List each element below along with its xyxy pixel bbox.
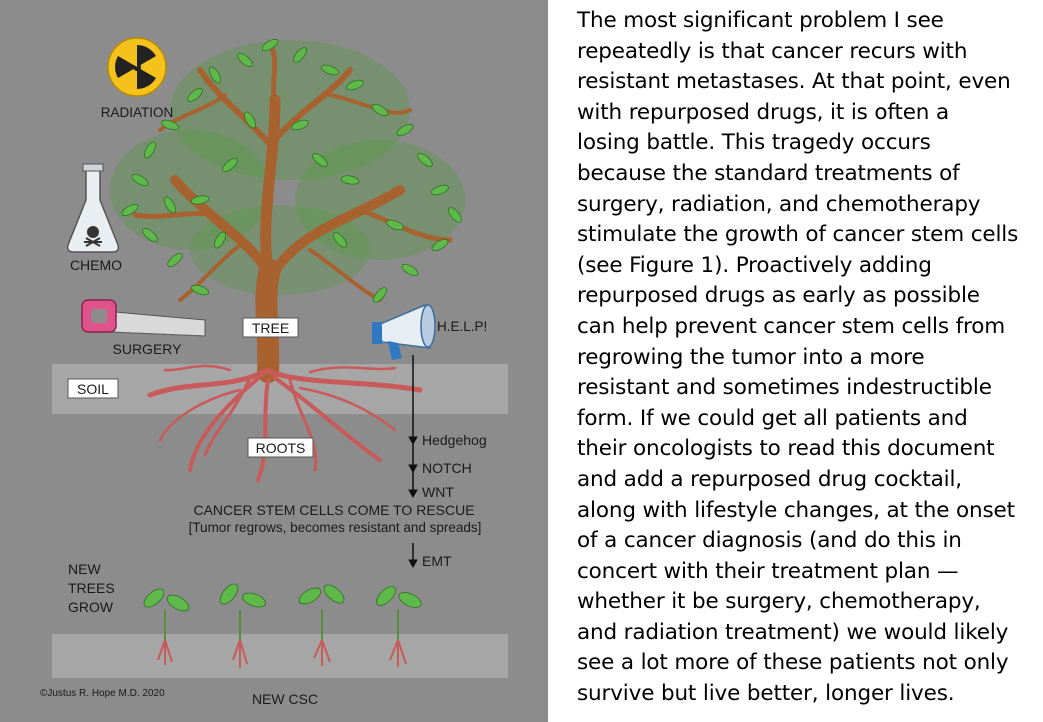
help-label: H.E.L.P!: [437, 319, 487, 334]
new-trees-label-line1: NEW: [68, 561, 101, 577]
new-trees-label-line3: GROW: [68, 599, 114, 615]
article-line: because the standard treatments of: [577, 160, 960, 186]
article-line: concert with their treatment plan —: [577, 558, 959, 584]
article-line: of a cancer diagnosis (and do this in: [577, 528, 962, 554]
tree-trunk: [132, 42, 453, 383]
figure-tree-metaphor: TREE SOIL ROOTS RADIATION CHEMO SURGERY …: [0, 0, 548, 722]
article-line: with repurposed drugs, it is often a: [577, 99, 949, 125]
article-line: see a lot more of these patients not onl…: [577, 650, 1009, 676]
article-line: losing battle. This tragedy occurs: [577, 130, 931, 156]
roots-label-box: [247, 437, 314, 458]
article-line: and radiation treatment) we would likely: [577, 619, 1009, 645]
soil-label-box: [67, 378, 119, 399]
emt-label: EMT: [422, 553, 452, 569]
article-line: stimulate the growth of cancer stem cell…: [577, 222, 1019, 248]
article-line: (see Figure 1). Proactively adding: [577, 252, 932, 278]
roots-label: ROOTS: [256, 440, 306, 456]
seedling: [219, 583, 266, 668]
tree-label-box: [242, 317, 299, 338]
tree-roots: [147, 364, 423, 482]
tree-label: TREE: [252, 320, 289, 336]
notch-label: NOTCH: [422, 460, 472, 476]
chemo-label: CHEMO: [70, 257, 122, 273]
surgery-label: SURGERY: [113, 341, 183, 357]
article-line: form. If we could get all patients and: [577, 405, 968, 431]
new-soil-band: [52, 634, 508, 678]
radiation-label: RADIATION: [101, 105, 174, 120]
radiation-icon: [107, 37, 167, 97]
article-line: resistant and sometimes indestructible: [577, 375, 992, 401]
article-line: resistant metastases. At that point, eve…: [577, 69, 1011, 95]
tree-leaves: [121, 38, 462, 303]
article-line: their oncologists to read this document: [577, 436, 995, 462]
soil-band: [52, 364, 508, 414]
csc-rescue-label: CANCER STEM CELLS COME TO RESCUE: [193, 502, 474, 518]
chemo-flask-icon: [66, 163, 120, 253]
copyright-label: ©Justus R. Hope M.D. 2020: [40, 688, 165, 699]
seedling: [143, 588, 190, 665]
wnt-label: WNT: [422, 484, 454, 500]
seedling: [298, 584, 345, 666]
soil-label: SOIL: [77, 381, 109, 397]
seedlings: [143, 583, 422, 668]
article-line: survive but live better, longer lives.: [577, 681, 955, 707]
article-line: and add a repurposed drug cocktail,: [577, 466, 962, 492]
article-line: regrowing the tumor into a more: [577, 344, 925, 370]
article-line: along with lifestyle changes, at the ons…: [577, 497, 1015, 523]
tumor-note-label: [Tumor regrows, becomes resistant and sp…: [189, 520, 482, 535]
seedling: [376, 586, 422, 667]
article-line: surgery, radiation, and chemotherapy: [577, 191, 981, 217]
signal-arrow: [408, 355, 418, 569]
article-text: The most significant problem I see repeat…: [577, 6, 1027, 710]
new-csc-label: NEW CSC: [252, 691, 318, 707]
article-line: repeatedly is that cancer recurs with: [577, 38, 968, 64]
saw-icon: [81, 299, 206, 337]
new-trees-label-line2: TREES: [68, 580, 115, 596]
article-line: The most significant problem I see: [577, 8, 944, 33]
hedgehog-label: Hedgehog: [422, 432, 487, 448]
article-line: can help prevent cancer stem cells from: [577, 313, 1006, 339]
article-line: whether it be surgery, chemotherapy,: [577, 589, 981, 615]
megaphone-icon: [372, 303, 436, 360]
article-line: repurposed drugs as early as possible: [577, 283, 980, 309]
